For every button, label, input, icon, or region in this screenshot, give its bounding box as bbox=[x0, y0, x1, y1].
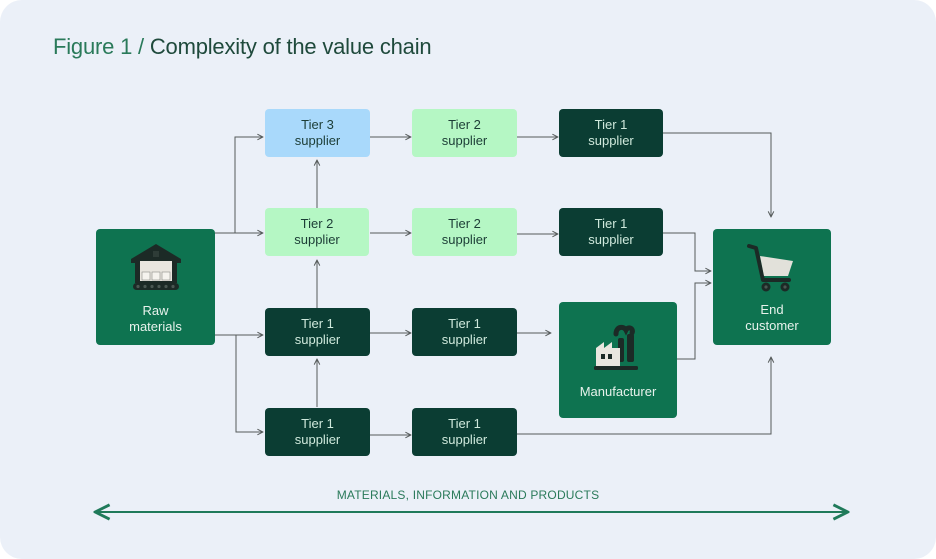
node-label: Tier 1 bbox=[448, 316, 481, 331]
node-tier1-supplier: Tier 1 supplier bbox=[265, 408, 370, 456]
node-tier1-supplier: Tier 1 supplier bbox=[559, 109, 663, 157]
node-label: Tier 2 bbox=[448, 117, 481, 132]
node-label: supplier bbox=[294, 232, 340, 247]
node-tier2-supplier: Tier 2 supplier bbox=[265, 208, 369, 256]
figure-number: Figure 1 / bbox=[53, 34, 144, 59]
node-tier2-supplier: Tier 2 supplier bbox=[412, 208, 517, 256]
node-label: supplier bbox=[441, 133, 488, 148]
connector-manufacturer-to-customer bbox=[677, 283, 711, 360]
figure-title: Figure 1 / Complexity of the value chain bbox=[53, 34, 432, 60]
node-end-customer: End customer bbox=[713, 229, 831, 345]
connector-tier1-top-to-customer bbox=[663, 132, 771, 217]
node-label: supplier bbox=[294, 432, 341, 447]
node-tier2-supplier: Tier 2 supplier bbox=[412, 109, 517, 157]
node-label: supplier bbox=[441, 232, 488, 247]
node-tier1-supplier: Tier 1 supplier bbox=[412, 408, 517, 456]
node-label: Manufacturer bbox=[579, 384, 657, 399]
warehouse-icon bbox=[130, 244, 181, 290]
node-label: Tier 1 bbox=[594, 117, 628, 132]
connector-tier1-mid-to-customer bbox=[663, 232, 711, 271]
node-label: supplier bbox=[441, 332, 488, 347]
connector-raw-to-tier1-bottom bbox=[235, 335, 263, 432]
node-label: supplier bbox=[294, 332, 341, 347]
node-label: supplier bbox=[588, 232, 634, 247]
connector-tier1-bottom-to-customer bbox=[517, 357, 771, 435]
node-raw-materials: Raw materials bbox=[96, 229, 215, 345]
node-tier1-supplier: Tier 1 supplier bbox=[412, 308, 517, 356]
node-tier1-supplier: Tier 1 supplier bbox=[559, 208, 663, 256]
node-label: materials bbox=[129, 319, 182, 334]
node-label: supplier bbox=[441, 432, 488, 447]
node-label: Tier 2 bbox=[300, 216, 334, 231]
node-label: customer bbox=[745, 318, 799, 333]
node-label: Tier 1 bbox=[594, 216, 628, 231]
flow-axis-label: MATERIALS, INFORMATION AND PRODUCTS bbox=[336, 488, 600, 502]
figure-title-text: Complexity of the value chain bbox=[149, 34, 432, 59]
connector-raw-to-tier3 bbox=[234, 137, 263, 233]
node-label: Tier 1 bbox=[301, 416, 334, 431]
node-manufacturer: Manufacturer bbox=[559, 302, 677, 418]
factory-icon bbox=[594, 324, 638, 370]
node-label: Raw bbox=[142, 303, 169, 318]
node-label: Tier 1 bbox=[448, 416, 481, 431]
node-label: supplier bbox=[294, 133, 341, 148]
node-label: Tier 3 bbox=[301, 117, 334, 132]
node-label: End bbox=[760, 302, 784, 317]
shopping-cart-icon bbox=[747, 244, 793, 292]
node-label: Tier 1 bbox=[301, 316, 334, 331]
node-label: supplier bbox=[588, 133, 634, 148]
node-label: Tier 2 bbox=[448, 216, 481, 231]
node-tier3-supplier: Tier 3 supplier bbox=[265, 109, 370, 157]
node-tier1-supplier: Tier 1 supplier bbox=[265, 308, 370, 356]
